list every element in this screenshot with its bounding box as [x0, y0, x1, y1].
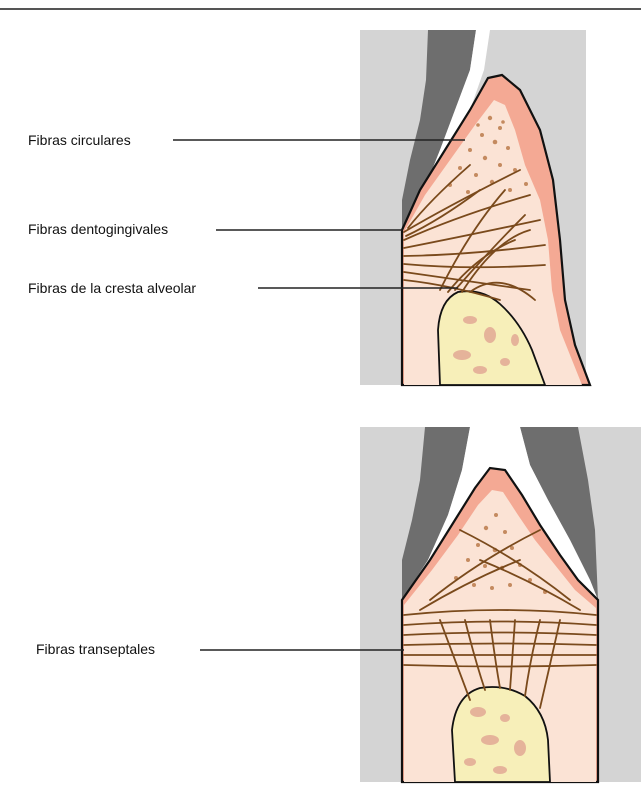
label-fibras-dentogingivales: Fibras dentogingivales: [28, 221, 402, 237]
label-fibras-transeptales: Fibras transeptales: [36, 641, 404, 657]
label-text-transeptales: Fibras transeptales: [36, 641, 155, 657]
label-text-circulares: Fibras circulares: [28, 132, 131, 148]
panel-top: [360, 30, 641, 390]
panel-bottom: [360, 427, 641, 782]
label-text-cresta-alveolar: Fibras de la cresta alveolar: [28, 280, 196, 296]
label-text-dentogingivales: Fibras dentogingivales: [28, 221, 168, 237]
